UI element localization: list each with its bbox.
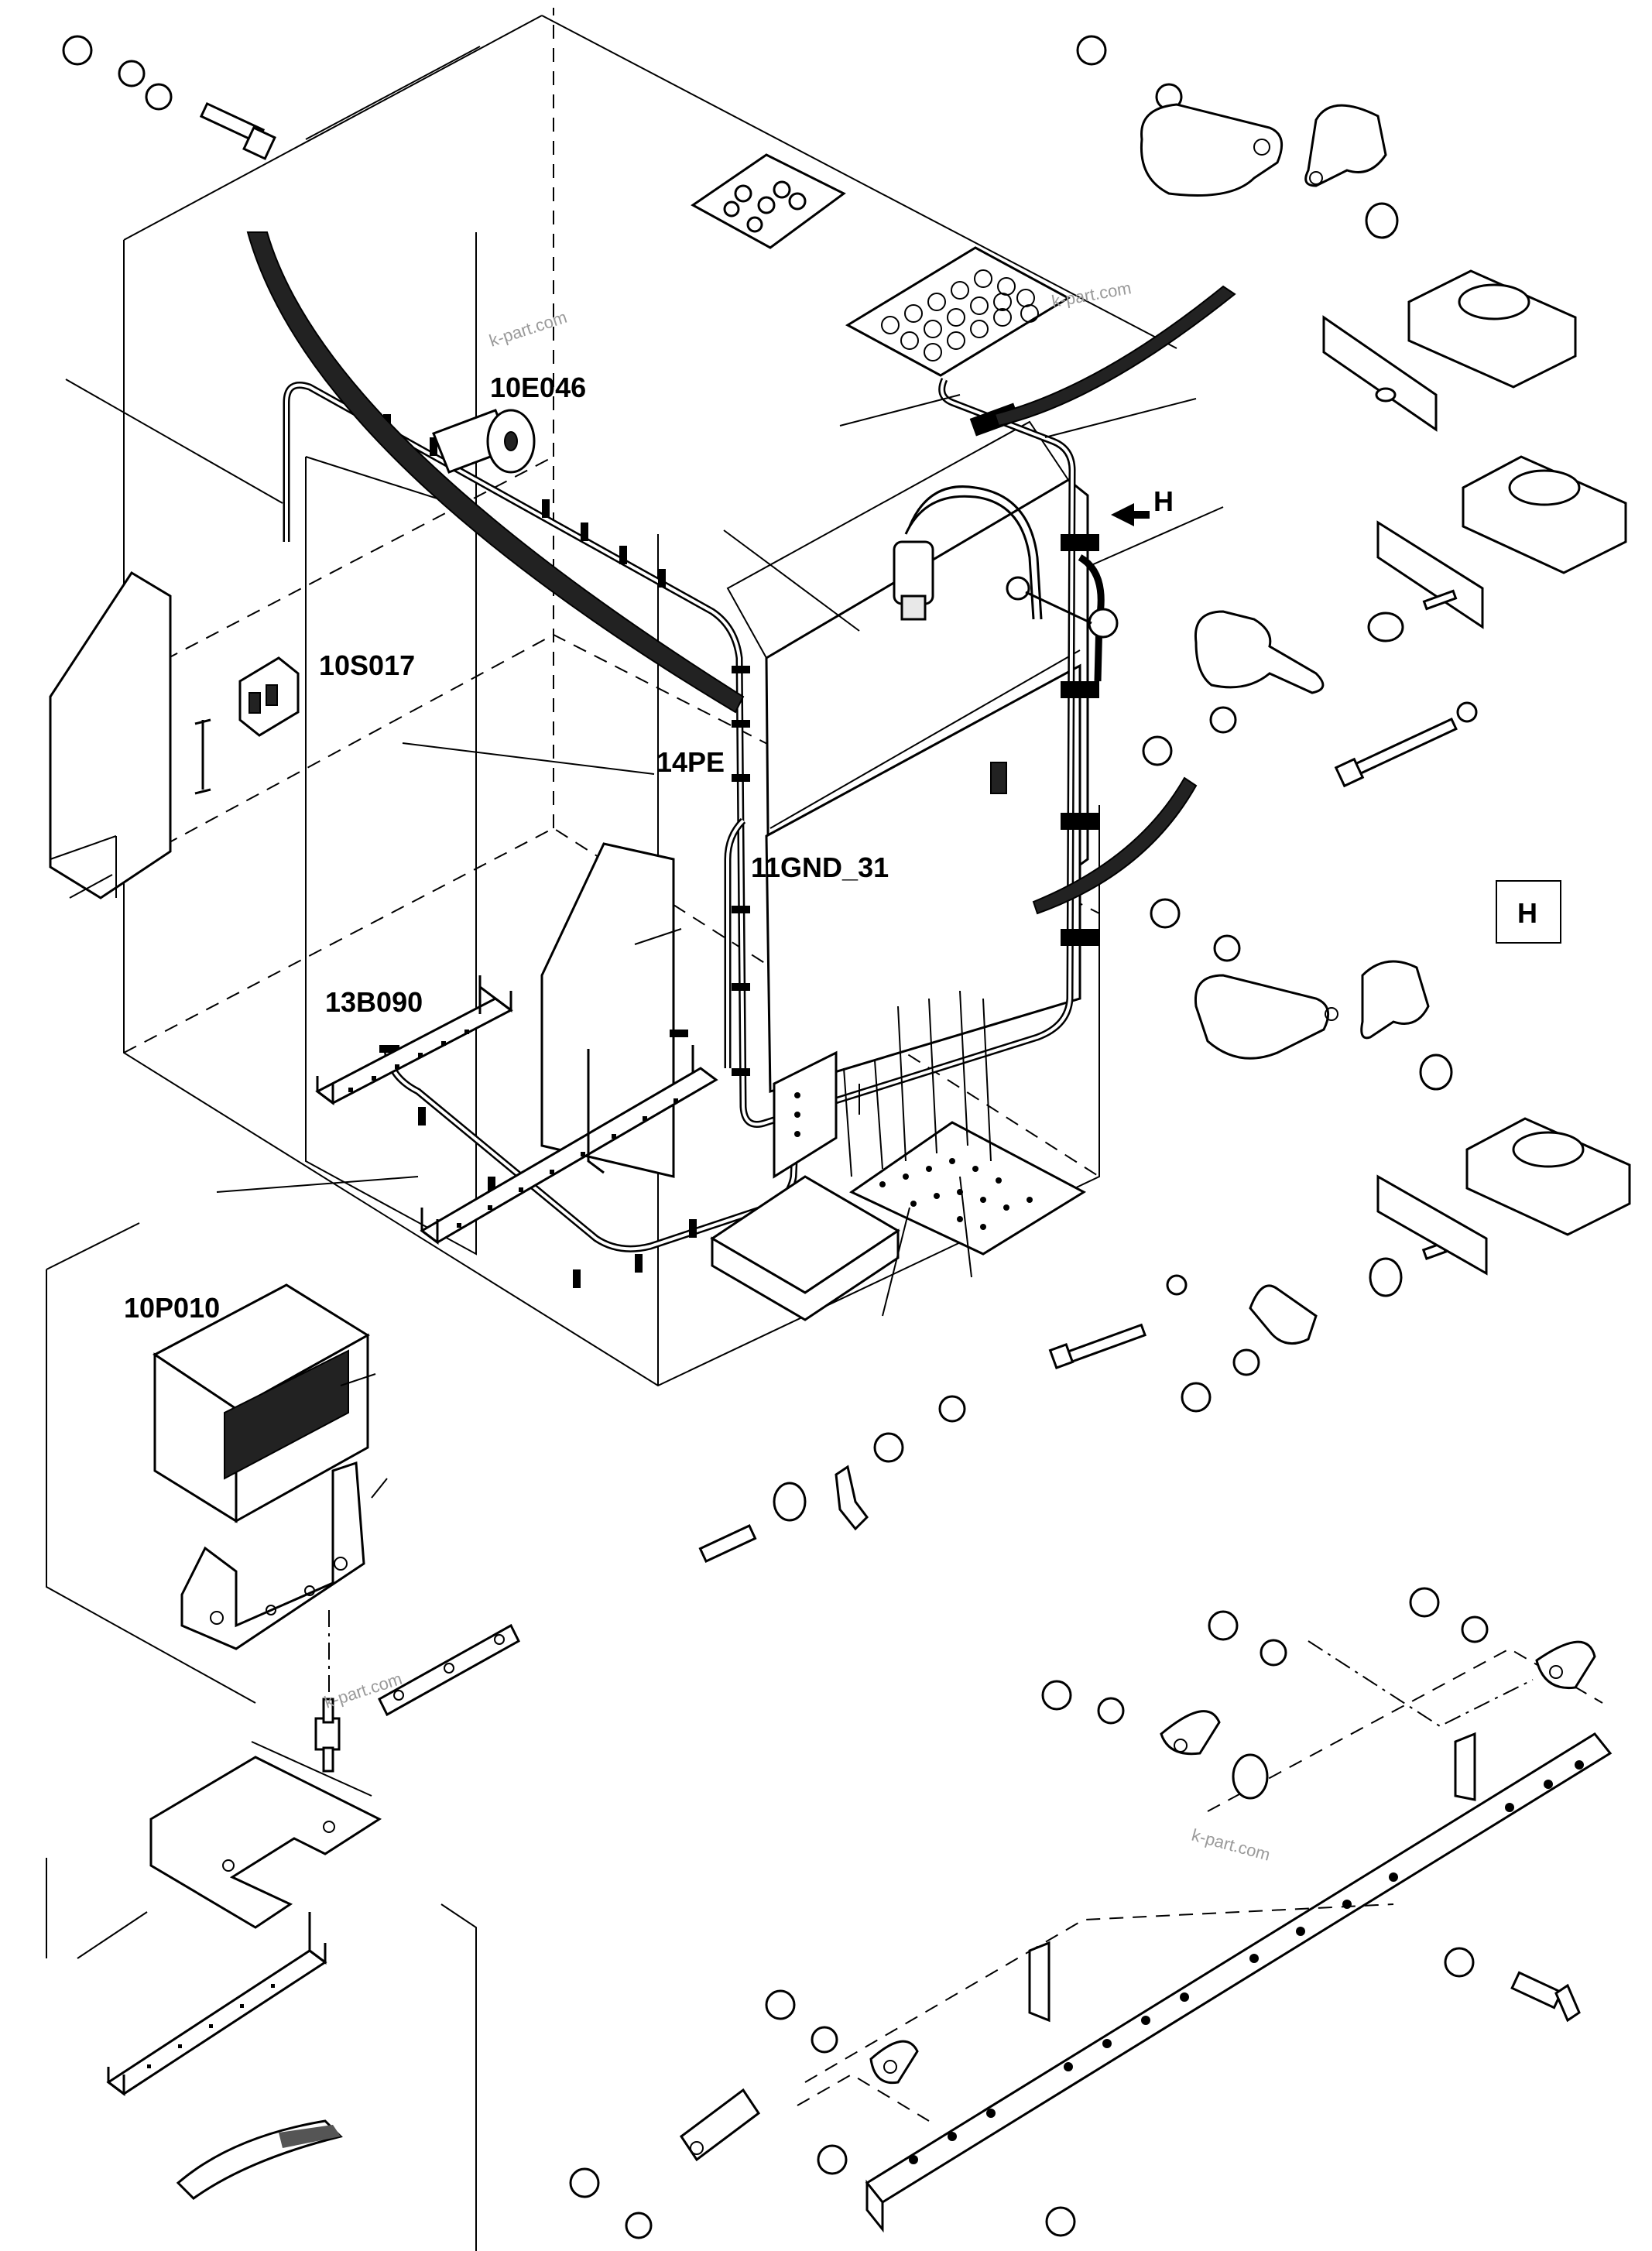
top-connector-plate	[691, 153, 846, 249]
watermark: k-part.com	[1190, 1825, 1273, 1865]
label-arrow-h: H	[1153, 485, 1174, 517]
side-cover	[49, 379, 283, 899]
bottom-hardware	[569, 1587, 1596, 2239]
label-11gnd-31: 11GND_31	[751, 851, 889, 883]
inner-panel	[540, 420, 1089, 1178]
switch-10s017	[238, 656, 300, 737]
reference-arrow	[1111, 503, 1150, 526]
power-unit-10p010	[153, 1283, 370, 1523]
terminal-blocks	[710, 990, 1087, 1321]
cable-straps	[246, 231, 1236, 915]
cable-ladder-13b090	[315, 975, 718, 1245]
pressure-sensor	[893, 485, 1119, 639]
earth-bars	[797, 1640, 1613, 2233]
base-bracket	[149, 1756, 382, 1929]
leader-lines	[46, 394, 1224, 2251]
top-left-hardware	[62, 35, 276, 160]
cable-duct	[106, 1912, 343, 2200]
mounting-rail	[194, 718, 211, 795]
gland-plate	[845, 246, 1071, 377]
label-13b090: 13B090	[325, 986, 423, 1018]
watermark: k-part.com	[1050, 278, 1133, 311]
detail-box	[1496, 880, 1561, 944]
rubber-mount	[314, 1698, 341, 1773]
door-latch	[990, 762, 1007, 794]
lamp-10e046	[432, 409, 536, 474]
label-detail-h: H	[1517, 897, 1537, 929]
label-10e046: 10E046	[490, 372, 586, 403]
mid-hardware	[698, 1241, 1448, 1563]
nut	[569, 2167, 600, 2198]
right-hardware	[1076, 35, 1631, 1276]
watermark: k-part.com	[487, 307, 570, 351]
label-14pe: 14PE	[656, 746, 725, 778]
label-10s017: 10S017	[319, 649, 415, 681]
ground-strip	[378, 1623, 520, 1717]
label-10p010: 10P010	[124, 1292, 220, 1324]
